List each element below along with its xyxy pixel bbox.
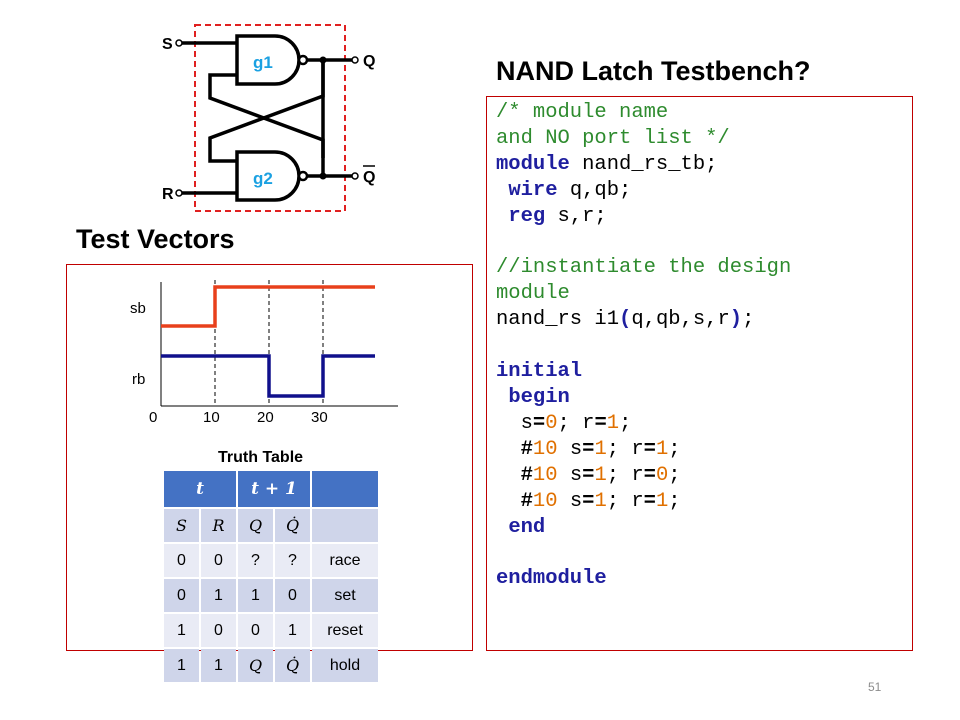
cell: Q̇ xyxy=(275,649,310,684)
cell: ? xyxy=(275,544,310,579)
header-t: t xyxy=(164,471,236,509)
table-row: 1 1 Q Q̇ hold xyxy=(164,649,378,684)
code-number: 10 xyxy=(532,463,558,487)
truth-table-caption: Truth Table xyxy=(218,449,304,466)
subheader-r: R xyxy=(201,509,236,544)
time-tick-30: 30 xyxy=(311,409,328,426)
code-number: 10 xyxy=(532,437,558,461)
signal-label-rb: rb xyxy=(132,371,146,388)
subheader-q: Q xyxy=(238,509,273,544)
code-comment: and NO port list */ xyxy=(496,126,730,150)
subheader-blank xyxy=(312,509,378,544)
code-number: 0 xyxy=(655,463,669,487)
header-blank xyxy=(312,471,378,509)
gate-g2-label: g2 xyxy=(253,169,273,188)
subheader-q-next: Q̇ xyxy=(275,509,310,544)
code-keyword: begin xyxy=(508,385,570,409)
rb-waveform xyxy=(161,354,375,398)
cell: 1 xyxy=(201,649,236,684)
cell: 1 xyxy=(164,649,199,684)
output-qbar-label: Q xyxy=(363,169,375,186)
input-s-label: S xyxy=(162,36,173,53)
code-number: 1 xyxy=(655,437,669,461)
truth-table-subheader-row: S R Q Q̇ xyxy=(164,509,378,544)
time-tick-10: 10 xyxy=(203,409,220,426)
cell: ? xyxy=(238,544,273,579)
table-row: 1 0 0 1 reset xyxy=(164,614,378,649)
cell: 1 xyxy=(164,614,199,649)
cell: Q xyxy=(238,649,273,684)
cell: reset xyxy=(312,614,378,649)
cell: 0 xyxy=(164,544,199,579)
truth-table-header-row: t t + 1 xyxy=(164,471,378,509)
code-paren: ) xyxy=(729,308,743,332)
cell: 1 xyxy=(238,579,273,614)
truth-table: t t + 1 S R Q Q̇ 0 0 ? ? race 0 1 1 0 se… xyxy=(162,471,380,684)
code-number: 0 xyxy=(545,411,558,435)
code-text: nand_rs_tb; xyxy=(569,152,718,176)
cell: 1 xyxy=(201,579,236,614)
code-number: 10 xyxy=(532,489,558,513)
table-row: 0 1 1 0 set xyxy=(164,579,378,614)
code-number: 1 xyxy=(655,489,669,513)
code-keyword: end xyxy=(508,515,546,539)
output-q-label: Q xyxy=(363,53,375,70)
code-number: 1 xyxy=(594,437,607,461)
code-text: ; xyxy=(742,308,755,332)
cell: set xyxy=(312,579,378,614)
waveform-diagram xyxy=(160,280,398,407)
cell: race xyxy=(312,544,378,579)
cell: hold xyxy=(312,649,378,684)
code-text: q,qb; xyxy=(557,178,632,202)
header-t-plus-1: t + 1 xyxy=(238,471,310,509)
code-comment: /* module name xyxy=(496,101,669,124)
code-comment: //instantiate the design xyxy=(496,256,792,280)
cell: 0 xyxy=(238,614,273,649)
code-text: nand_rs i1 xyxy=(496,308,620,332)
code-paren: ( xyxy=(619,308,632,332)
code-keyword: wire xyxy=(508,178,558,202)
latch-boundary xyxy=(194,24,346,212)
gate-g1-label: g1 xyxy=(253,53,273,72)
code-number: 1 xyxy=(594,489,607,513)
code-comment: module xyxy=(496,282,570,306)
test-vectors-title: Test Vectors xyxy=(76,224,235,254)
code-keyword: reg xyxy=(508,204,546,228)
input-r-label: R xyxy=(162,186,174,203)
cell: 0 xyxy=(164,579,199,614)
cell: 0 xyxy=(275,579,310,614)
slide-title: NAND Latch Testbench? xyxy=(496,56,811,86)
table-row: 0 0 ? ? race xyxy=(164,544,378,579)
code-panel xyxy=(486,96,913,651)
code-keyword: module xyxy=(496,152,570,176)
time-tick-20: 20 xyxy=(257,409,274,426)
code-keyword: initial xyxy=(496,360,583,384)
cell: 0 xyxy=(201,614,236,649)
code-number: 1 xyxy=(606,411,620,435)
code-keyword: endmodule xyxy=(496,567,607,591)
cell: 0 xyxy=(201,544,236,579)
page-number: 51 xyxy=(868,680,882,694)
time-tick-0: 0 xyxy=(149,409,158,426)
nand-latch-schematic: S R g1 g2 Q Q xyxy=(162,24,375,212)
signal-label-sb: sb xyxy=(130,300,146,317)
sb-waveform xyxy=(161,285,375,328)
code-number: 1 xyxy=(594,463,607,487)
cell: 1 xyxy=(275,614,310,649)
code-text: q,qb,s,r xyxy=(631,308,730,332)
verilog-code: /* module name and NO port list */ modul… xyxy=(496,101,792,591)
subheader-s: S xyxy=(164,509,199,544)
code-text: s,r; xyxy=(545,204,607,228)
